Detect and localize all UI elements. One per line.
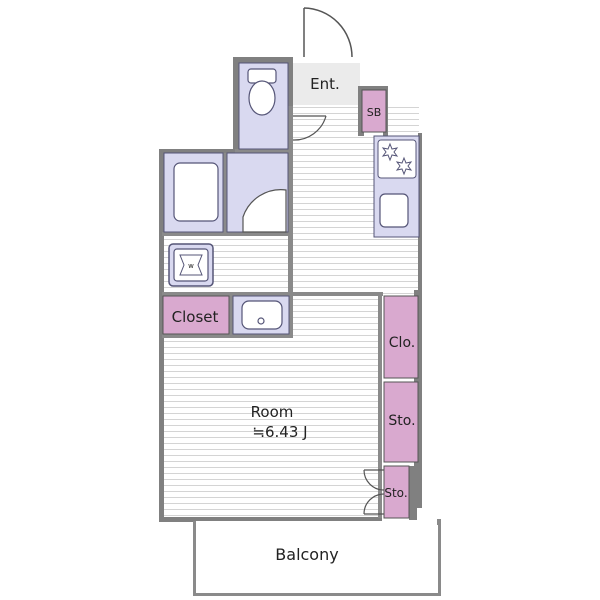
- storage-2: [383, 465, 410, 519]
- shoe-box-label: SB: [367, 106, 382, 119]
- closet-label: Closet: [172, 308, 219, 326]
- entrance-label: Ent.: [310, 75, 340, 93]
- closet-right-label: Clo.: [389, 335, 415, 351]
- stove-icon: [377, 139, 417, 179]
- storage-2-label: Sto.: [384, 486, 407, 500]
- entrance-floor: [293, 63, 360, 105]
- closet: [162, 295, 230, 335]
- storage-1: [383, 381, 419, 463]
- closet-right: [383, 295, 419, 379]
- shoe-box: [361, 89, 387, 133]
- entrance-door[interactable]: [303, 7, 353, 58]
- toilet-door[interactable]: [292, 115, 327, 141]
- storage-2-door[interactable]: [363, 469, 385, 515]
- storage-1-label: Sto.: [388, 413, 415, 429]
- balcony-label: Balcony: [275, 545, 338, 564]
- room-area-label: ≒6.43 J: [252, 423, 307, 441]
- room-label: Room: [251, 403, 294, 421]
- washer-icon: w: [168, 243, 214, 287]
- washer-label: w: [188, 262, 194, 270]
- bathtub-icon: [173, 162, 219, 222]
- bath-door[interactable]: [242, 189, 287, 233]
- kitchen-sink-icon: [379, 193, 409, 228]
- interior-walls: [162, 106, 383, 518]
- toilet-icon: [247, 68, 277, 116]
- wash-basin-icon: [241, 300, 283, 330]
- balcony: [193, 519, 441, 596]
